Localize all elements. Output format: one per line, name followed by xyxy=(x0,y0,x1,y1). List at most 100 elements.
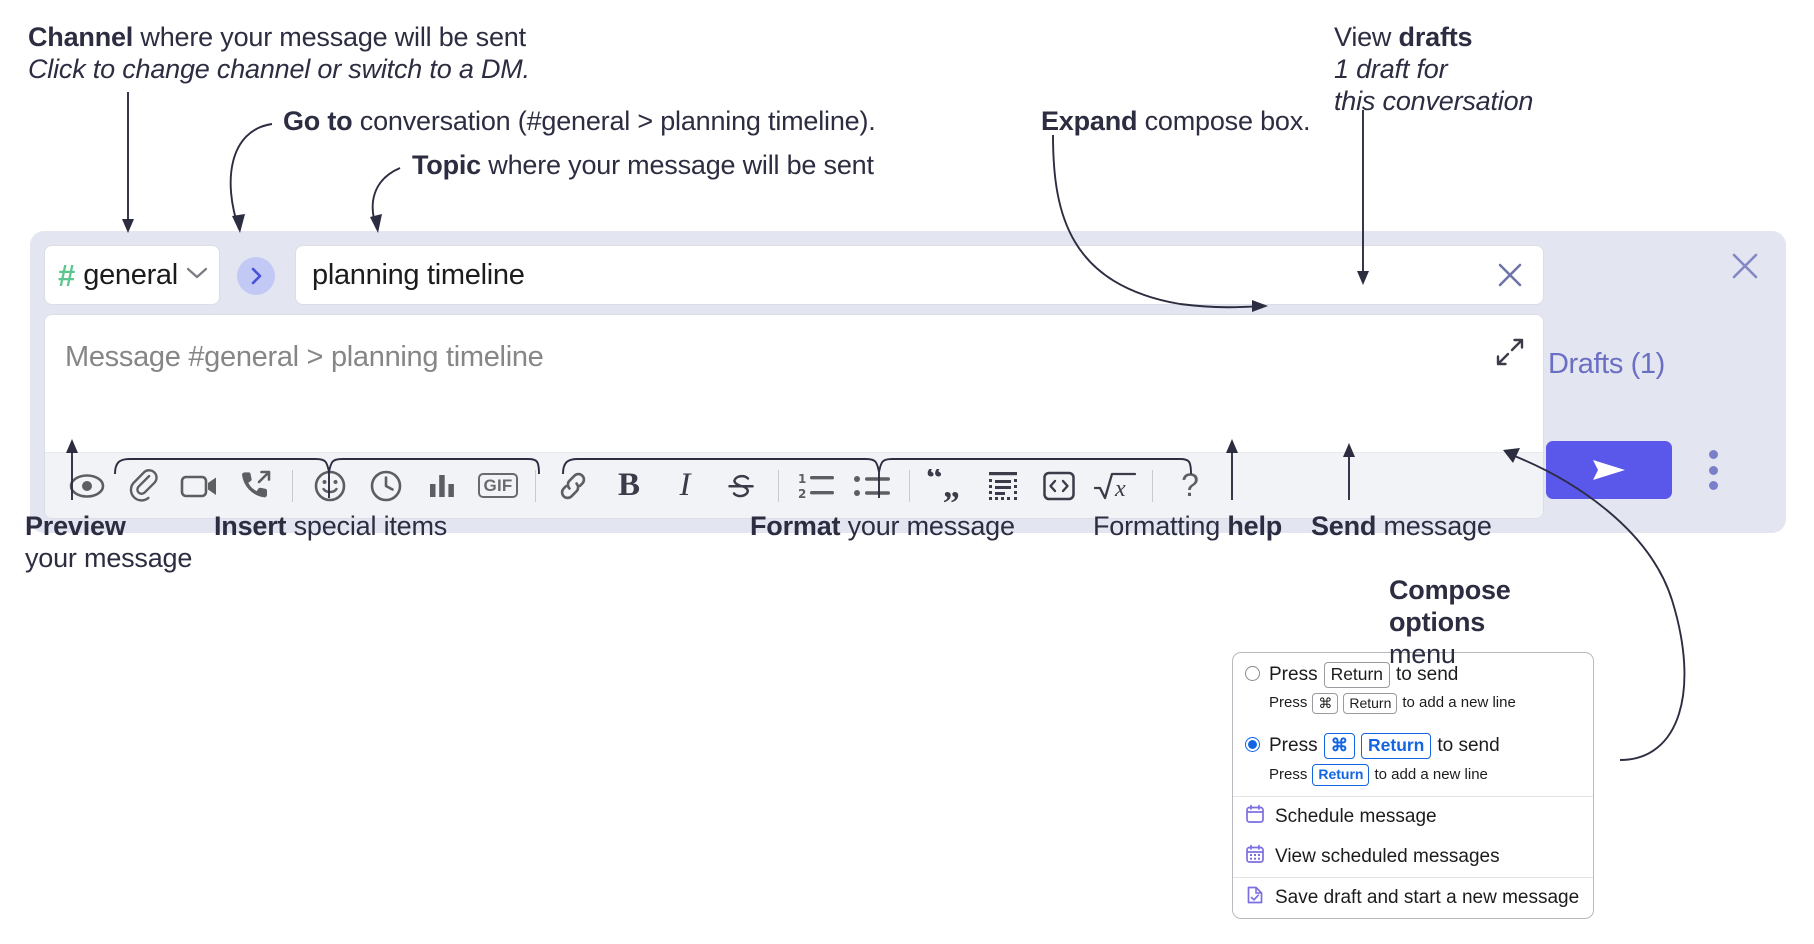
annotation-help-bold: help xyxy=(1227,511,1283,541)
annotation-expand: Expand compose box. xyxy=(1041,106,1311,138)
save-draft-icon xyxy=(1245,885,1265,911)
compose-right-rail: Drafts (1) xyxy=(1530,231,1786,533)
code-block-icon[interactable] xyxy=(975,458,1031,514)
topic-input[interactable]: planning timeline xyxy=(295,245,1544,305)
topic-value: planning timeline xyxy=(312,258,525,291)
option1-post: to send xyxy=(1396,664,1459,686)
gif-label: GIF xyxy=(477,473,519,498)
gif-icon[interactable]: GIF xyxy=(470,458,526,514)
compose-main-area: # general planning timeline Message #gen… xyxy=(44,245,1544,519)
italic-icon[interactable]: I xyxy=(657,458,713,514)
menu-item-save-draft[interactable]: Save draft and start a new message xyxy=(1233,878,1593,918)
channel-topic-row: # general planning timeline xyxy=(44,245,1544,305)
menu-item-view-scheduled-messages[interactable]: View scheduled messages xyxy=(1233,837,1593,877)
expand-compose-icon[interactable] xyxy=(1495,337,1525,372)
annotation-drafts-italic-2: this conversation xyxy=(1334,85,1534,116)
option1-main-text: Press Return to send xyxy=(1269,662,1458,688)
menu-option-return-to-send[interactable]: Press Return to send xyxy=(1233,653,1593,690)
option2-sub-pre: Press xyxy=(1269,765,1308,783)
close-compose-icon[interactable] xyxy=(1728,249,1762,288)
clear-topic-icon[interactable] xyxy=(1493,258,1527,292)
preview-icon[interactable] xyxy=(59,458,115,514)
hash-icon: # xyxy=(58,257,76,293)
annotation-channel: Channel where your message will be sent … xyxy=(28,22,530,86)
attachment-icon[interactable] xyxy=(115,458,171,514)
toolbar-divider xyxy=(1152,469,1153,502)
code-icon[interactable] xyxy=(1031,458,1087,514)
leader-goto xyxy=(229,123,273,230)
message-placeholder: Message #general > planning timeline xyxy=(65,341,544,373)
option1-pre: Press xyxy=(1269,664,1318,686)
compose-options-menu: Press Return to send Press ⌘ Return to a… xyxy=(1232,652,1594,919)
key-return: Return xyxy=(1361,733,1432,760)
svg-text:x: x xyxy=(1114,476,1126,502)
menu-item-label: Schedule message xyxy=(1275,805,1437,827)
annotation-channel-rest: where your message will be sent xyxy=(133,22,526,52)
option2-pre: Press xyxy=(1269,735,1318,757)
message-input-area[interactable]: Message #general > planning timeline xyxy=(44,314,1544,519)
compose-box: # general planning timeline Message #gen… xyxy=(30,231,1786,533)
send-button[interactable] xyxy=(1546,441,1672,499)
math-icon[interactable]: x xyxy=(1087,458,1143,514)
emoji-icon[interactable] xyxy=(302,458,358,514)
annotation-compose-bold-1: Compose xyxy=(1389,575,1511,605)
option2-sub-text: Press Return to add a new line xyxy=(1233,761,1593,796)
toolbar-divider xyxy=(778,469,779,502)
menu-option-cmd-return-to-send[interactable]: Press ⌘ Return to send xyxy=(1233,724,1593,761)
annotation-send: Send message xyxy=(1311,511,1492,543)
drafts-link[interactable]: Drafts (1) xyxy=(1548,348,1665,380)
annotation-compose-bold-2: options xyxy=(1389,606,1486,637)
annotation-preview: Preview your message xyxy=(25,511,192,575)
svg-text:“: “ xyxy=(926,469,943,497)
schedule-calendar-icon xyxy=(1245,804,1265,830)
toolbar-divider xyxy=(535,469,536,502)
clock-icon[interactable] xyxy=(358,458,414,514)
svg-text:„: „ xyxy=(943,469,960,503)
annotation-send-bold: Send xyxy=(1311,511,1377,541)
bold-label: B xyxy=(617,467,640,503)
chevron-down-icon xyxy=(186,266,208,285)
svg-text:1: 1 xyxy=(798,472,806,486)
strikethrough-icon[interactable] xyxy=(713,458,769,514)
option2-sub-post: to add a new line xyxy=(1374,765,1488,783)
channel-selector-button[interactable]: # general xyxy=(44,245,220,305)
radio-unselected-icon[interactable] xyxy=(1245,666,1260,681)
kebab-dot xyxy=(1708,465,1718,475)
key-return: Return xyxy=(1323,662,1391,688)
view-scheduled-calendar-icon xyxy=(1245,844,1265,870)
bulleted-list-icon[interactable] xyxy=(844,458,900,514)
italic-label: I xyxy=(679,467,691,503)
menu-item-schedule-message[interactable]: Schedule message xyxy=(1233,797,1593,837)
annotation-format-rest: your message xyxy=(840,511,1015,541)
key-command: ⌘ xyxy=(1312,692,1339,715)
option1-sub-post: to add a new line xyxy=(1402,694,1516,712)
link-icon[interactable] xyxy=(545,458,601,514)
annotation-goto-bold: Go to xyxy=(283,106,353,136)
radio-selected-icon[interactable] xyxy=(1245,737,1260,753)
option2-post: to send xyxy=(1437,735,1500,757)
annotation-insert-bold: Insert xyxy=(214,511,287,541)
video-icon[interactable] xyxy=(171,458,227,514)
annotation-drafts-rest: View xyxy=(1334,22,1399,52)
annotation-goto-rest: conversation (#general > planning timeli… xyxy=(352,106,876,136)
audio-call-icon[interactable] xyxy=(227,458,283,514)
annotation-topic-rest: where your message will be sent xyxy=(481,150,874,180)
help-icon[interactable]: ? xyxy=(1162,458,1218,514)
option2-main-text: Press ⌘ Return to send xyxy=(1269,733,1500,760)
compose-options-button[interactable] xyxy=(1698,447,1728,493)
send-paper-plane-icon xyxy=(1593,460,1625,480)
annotation-format: Format your message xyxy=(750,511,1015,543)
go-to-conversation-button[interactable] xyxy=(237,257,275,295)
option1-sub-pre: Press xyxy=(1269,694,1308,712)
kebab-dot xyxy=(1708,481,1718,490)
blockquote-icon[interactable]: “„ xyxy=(919,458,975,514)
leader-topic xyxy=(371,167,401,230)
annotation-drafts-italic-1: 1 draft for xyxy=(1334,53,1448,84)
annotation-send-rest: message xyxy=(1376,511,1492,541)
poll-icon[interactable] xyxy=(414,458,470,514)
annotation-topic: Topic where your message will be sent xyxy=(412,150,874,182)
menu-item-label: Save draft and start a new message xyxy=(1275,886,1580,908)
bold-icon[interactable]: B xyxy=(601,458,657,514)
